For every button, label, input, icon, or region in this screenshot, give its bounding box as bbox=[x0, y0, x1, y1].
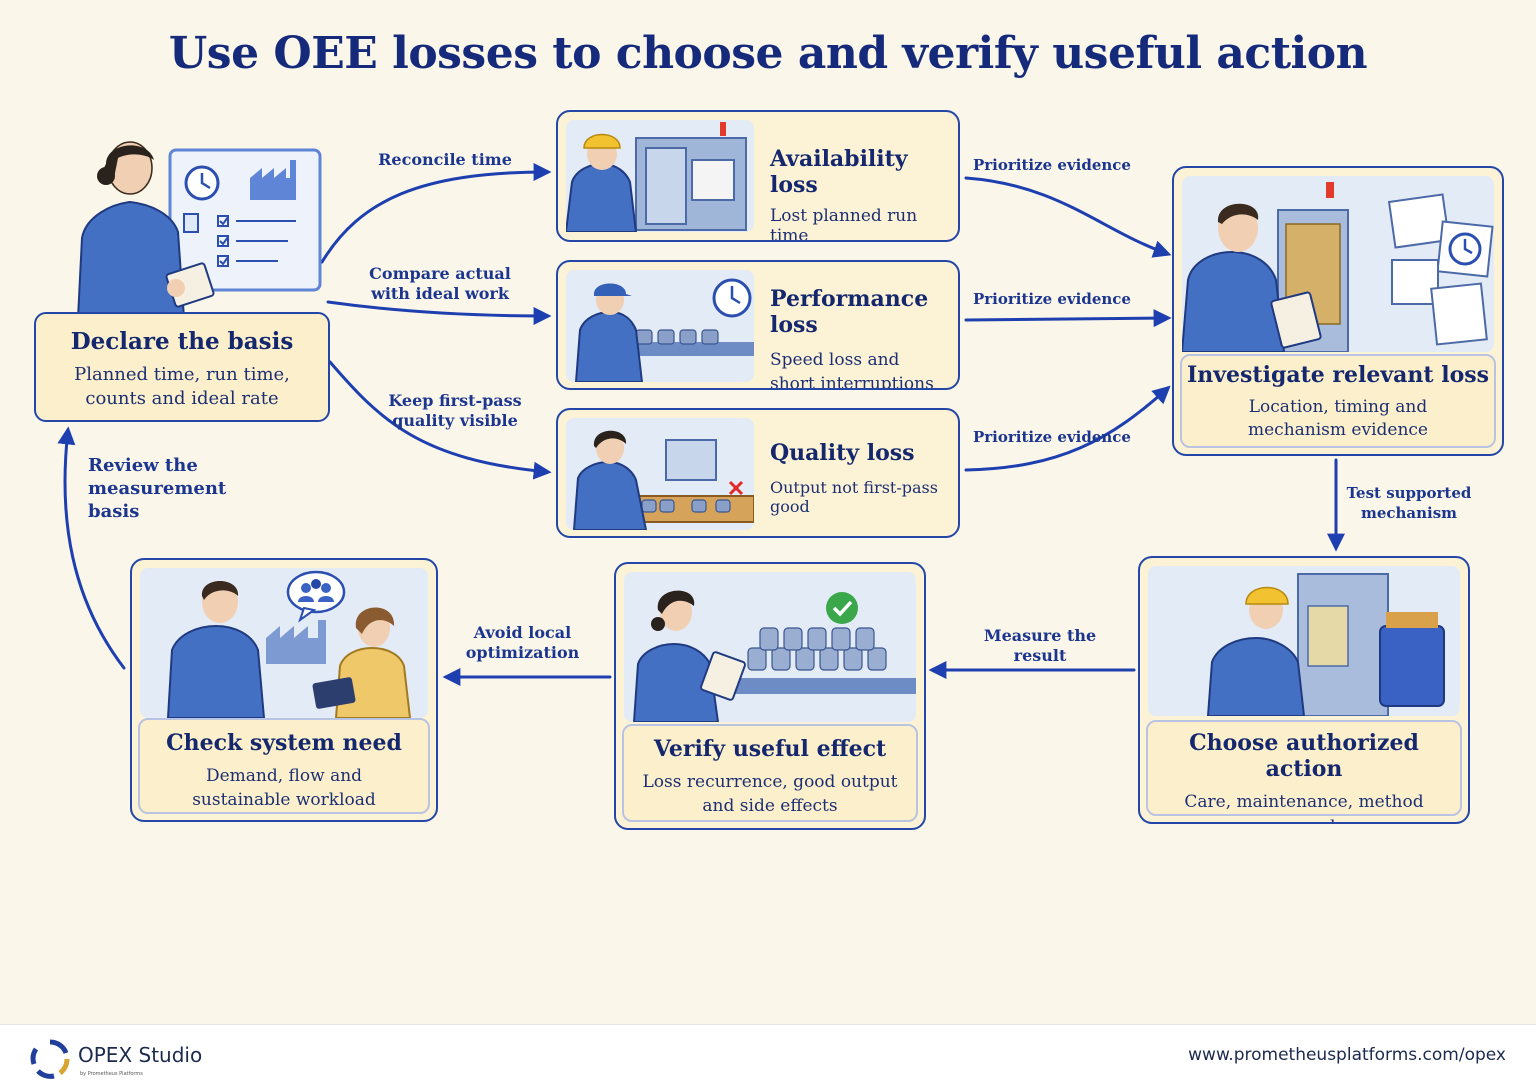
quality-node[interactable]: Quality loss Output not first-pass good bbox=[556, 408, 960, 538]
edge-label-compare-2: with ideal work bbox=[371, 284, 509, 303]
edge-label-avoid-1: Avoid local bbox=[473, 623, 572, 642]
choose-title: Choose authorized action bbox=[1189, 730, 1419, 782]
arrow-compare bbox=[326, 300, 552, 325]
clock-icon bbox=[1448, 232, 1482, 266]
edge-label-prioritize-2: Prioritize evidence bbox=[973, 290, 1131, 308]
arrow-reconcile bbox=[320, 163, 552, 264]
investigate-line-1: Location, timing and bbox=[1248, 397, 1428, 417]
availability-title: Availability loss bbox=[770, 146, 908, 198]
team-chat-icon bbox=[286, 570, 346, 623]
brand-name: OPEX Studio bbox=[78, 1043, 203, 1067]
edge-label-avoid-2: optimization bbox=[465, 643, 580, 662]
edge-label-review-3: basis bbox=[88, 501, 140, 522]
page-title: Use OEE losses to choose and verify usef… bbox=[168, 28, 1368, 79]
edge-label-keep-1: Keep first-pass bbox=[388, 391, 522, 410]
declare-title: Declare the basis bbox=[70, 328, 294, 355]
investigate-title: Investigate relevant loss bbox=[1186, 362, 1490, 388]
declare-line-1: Planned time, run time, bbox=[74, 364, 290, 385]
edge-label-reconcile: Reconcile time bbox=[378, 150, 512, 169]
green-check-icon bbox=[826, 592, 858, 624]
verify-illustration bbox=[624, 572, 916, 722]
performance-title: Performance loss bbox=[770, 286, 929, 338]
availability-illustration bbox=[566, 120, 754, 232]
declare-illustration bbox=[52, 128, 327, 319]
investigate-node[interactable]: Investigate relevant loss Location, timi… bbox=[1172, 166, 1504, 456]
edge-label-review-2: measurement bbox=[88, 478, 227, 499]
edge-label-review-1: Review the bbox=[88, 455, 198, 476]
verify-line-1: Loss recurrence, good output bbox=[642, 772, 898, 792]
declare-line-2: counts and ideal rate bbox=[85, 388, 279, 409]
footer-url[interactable]: www.prometheusplatforms.com/opex bbox=[1188, 1045, 1506, 1065]
edge-label-prioritize-3: Prioritize evidence bbox=[973, 428, 1131, 446]
red-x-icon bbox=[728, 480, 744, 496]
investigate-line-2: mechanism evidence bbox=[1248, 420, 1428, 440]
factory-icon bbox=[250, 160, 296, 200]
factory-icon bbox=[266, 620, 326, 664]
edge-label-test-2: mechanism bbox=[1360, 504, 1458, 522]
verify-title: Verify useful effect bbox=[653, 736, 887, 762]
edge-label-test-1: Test supported bbox=[1346, 484, 1472, 502]
check-illustration bbox=[140, 568, 428, 718]
performance-node[interactable]: Performance loss Speed loss and short in… bbox=[556, 260, 960, 390]
declare-node[interactable]: Declare the basis Planned time, run time… bbox=[34, 312, 330, 422]
edge-label-prioritize-1: Prioritize evidence bbox=[973, 156, 1131, 174]
verify-line-2: and side effects bbox=[702, 796, 838, 816]
quality-title: Quality loss bbox=[770, 440, 915, 466]
performance-line-1: Speed loss and bbox=[770, 350, 900, 370]
choose-node[interactable]: Choose authorized action Care, maintenan… bbox=[1138, 556, 1470, 824]
quality-line-1: Output not first-pass good bbox=[770, 478, 938, 516]
opex-logo-icon bbox=[30, 1039, 70, 1079]
performance-illustration bbox=[566, 270, 754, 382]
availability-node[interactable]: Availability loss Lost planned run time bbox=[556, 110, 960, 242]
check-title: Check system need bbox=[166, 730, 402, 756]
investigate-illustration bbox=[1182, 176, 1494, 352]
check-line-2: sustainable workload bbox=[192, 790, 376, 810]
availability-line-1: Lost planned run time bbox=[770, 206, 918, 242]
arrow-prioritize-2 bbox=[964, 309, 1172, 328]
footer: OPEX Studio by Prometheus Platforms www.… bbox=[0, 1024, 1536, 1089]
performance-line-2: short interruptions bbox=[770, 374, 934, 390]
edge-label-keep-2: quality visible bbox=[392, 411, 518, 430]
check-line-1: Demand, flow and bbox=[205, 766, 363, 786]
quality-illustration bbox=[566, 418, 754, 530]
brand-subtitle: by Prometheus Platforms bbox=[80, 1071, 143, 1077]
check-node[interactable]: Check system need Demand, flow and susta… bbox=[130, 558, 438, 822]
checklist-icon bbox=[183, 213, 296, 267]
verify-node[interactable]: Verify useful effect Loss recurrence, go… bbox=[614, 562, 926, 830]
choose-illustration bbox=[1148, 566, 1460, 716]
clock-icon bbox=[712, 278, 752, 318]
clock-icon bbox=[184, 165, 220, 201]
choose-line-2: or process change bbox=[1148, 815, 1460, 822]
edge-label-measure: Measure the result bbox=[983, 626, 1097, 665]
choose-line-1: Care, maintenance, method bbox=[1184, 792, 1424, 812]
edge-label-compare-1: Compare actual bbox=[369, 264, 511, 283]
arrow-prioritize-1 bbox=[964, 176, 1172, 258]
